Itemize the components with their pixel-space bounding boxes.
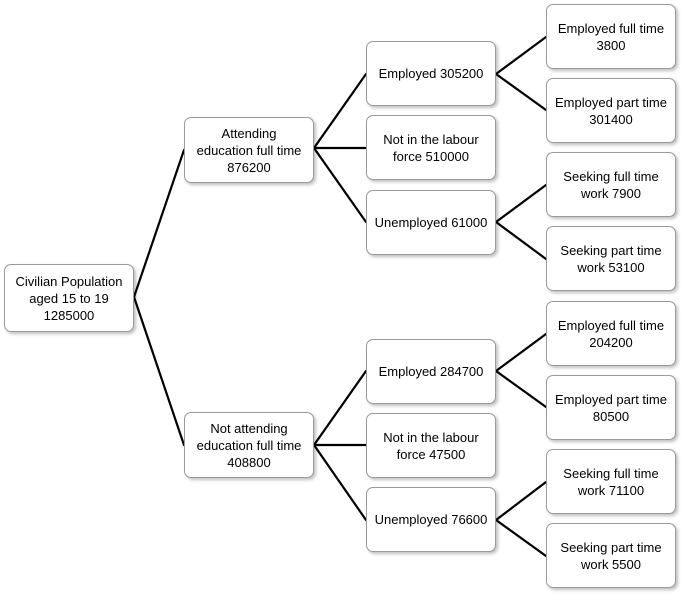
connector-employed1-parttime bbox=[494, 72, 548, 112]
node-text-line: Seeking full time bbox=[563, 168, 659, 184]
connector-root-attending bbox=[132, 148, 186, 299]
connector-not-attending-employed bbox=[312, 369, 368, 447]
node-text-line: force 47500 bbox=[396, 446, 466, 462]
connector-employed2-parttime bbox=[494, 369, 548, 409]
node-text-line: work 7900 bbox=[581, 185, 641, 201]
node-not-attending-seeking-full-time: Seeking full time work 71100 bbox=[546, 449, 676, 514]
node-text-line: Not in the labour bbox=[383, 131, 479, 147]
node-text-line: 876200 bbox=[227, 159, 271, 175]
node-text-line: work 71100 bbox=[577, 482, 645, 498]
node-text-line: Unemployed 76600 bbox=[374, 512, 488, 527]
node-text-line: Not attending bbox=[210, 420, 288, 436]
node-not-attending-employed-full-time: Employed full time 204200 bbox=[546, 301, 676, 366]
connector-employed1-fulltime bbox=[494, 35, 548, 76]
node-text-line: Employed full time bbox=[557, 317, 665, 333]
node-text-line: Civilian Population bbox=[15, 273, 123, 289]
connector-unemployed1-seekpart bbox=[494, 220, 548, 261]
connector-unemployed2-seekpart bbox=[494, 518, 548, 558]
connector-employed2-fulltime bbox=[494, 332, 548, 373]
node-attending-employed: Employed 305200 bbox=[366, 41, 496, 106]
node-text-line: Not in the labour bbox=[383, 429, 479, 445]
node-attending-unemployed: Unemployed 61000 bbox=[366, 190, 496, 255]
node-not-attending-employed-part-time: Employed part time 80500 bbox=[546, 375, 676, 440]
node-text-line: education full time bbox=[196, 437, 302, 453]
node-attending-not-in-labour-force: Not in the labour force 510000 bbox=[366, 115, 496, 180]
connector-unemployed2-seekfull bbox=[494, 480, 548, 522]
node-attending-education: Attending education full time 876200 bbox=[184, 117, 314, 183]
node-text-line: Seeking part time bbox=[560, 242, 662, 258]
node-text-line: Employed 305200 bbox=[378, 66, 484, 81]
node-text-line: work 5500 bbox=[581, 556, 641, 572]
node-text-line: Unemployed 61000 bbox=[374, 215, 488, 230]
node-text-line: 1285000 bbox=[43, 307, 95, 323]
node-text-line: education full time bbox=[196, 142, 302, 158]
node-text-line: 3800 bbox=[596, 37, 626, 53]
node-not-attending-not-in-labour-force: Not in the labour force 47500 bbox=[366, 413, 496, 478]
node-attending-seeking-full-time: Seeking full time work 7900 bbox=[546, 152, 676, 217]
node-not-attending-employed: Employed 284700 bbox=[366, 339, 496, 404]
node-text-line: Employed part time bbox=[555, 391, 667, 407]
node-not-attending-seeking-part-time: Seeking part time work 5500 bbox=[546, 523, 676, 588]
node-text-line: Seeking part time bbox=[560, 539, 662, 555]
node-not-attending-unemployed: Unemployed 76600 bbox=[366, 487, 496, 552]
node-text-line: 204200 bbox=[589, 334, 633, 350]
connector-attending-employed bbox=[312, 72, 368, 150]
node-text-line: Attending bbox=[221, 125, 277, 141]
node-text-line: Employed part time bbox=[555, 94, 667, 110]
node-text-line: Employed 284700 bbox=[378, 364, 484, 379]
connector-not-attending-unemployed bbox=[312, 443, 368, 522]
node-text-line: 80500 bbox=[592, 408, 630, 424]
node-text-line: work 53100 bbox=[577, 259, 645, 275]
node-attending-employed-part-time: Employed part time 301400 bbox=[546, 78, 676, 143]
node-text-line: 301400 bbox=[589, 111, 633, 127]
connector-unemployed1-seekfull bbox=[494, 183, 548, 224]
node-text-line: force 510000 bbox=[393, 148, 469, 164]
node-attending-seeking-part-time: Seeking part time work 53100 bbox=[546, 226, 676, 291]
node-attending-employed-full-time: Employed full time 3800 bbox=[546, 4, 676, 69]
node-text-line: 408800 bbox=[227, 454, 271, 470]
node-text-line: Seeking full time bbox=[563, 465, 659, 481]
connector-root-not-attending bbox=[132, 295, 186, 447]
node-civilian-population: Civilian Population aged 15 to 19 128500… bbox=[4, 264, 134, 332]
node-text-line: aged 15 to 19 bbox=[29, 290, 109, 306]
connector-attending-unemployed bbox=[312, 146, 368, 224]
node-text-line: Employed full time bbox=[557, 20, 665, 36]
node-not-attending-education: Not attending education full time 408800 bbox=[184, 412, 314, 478]
